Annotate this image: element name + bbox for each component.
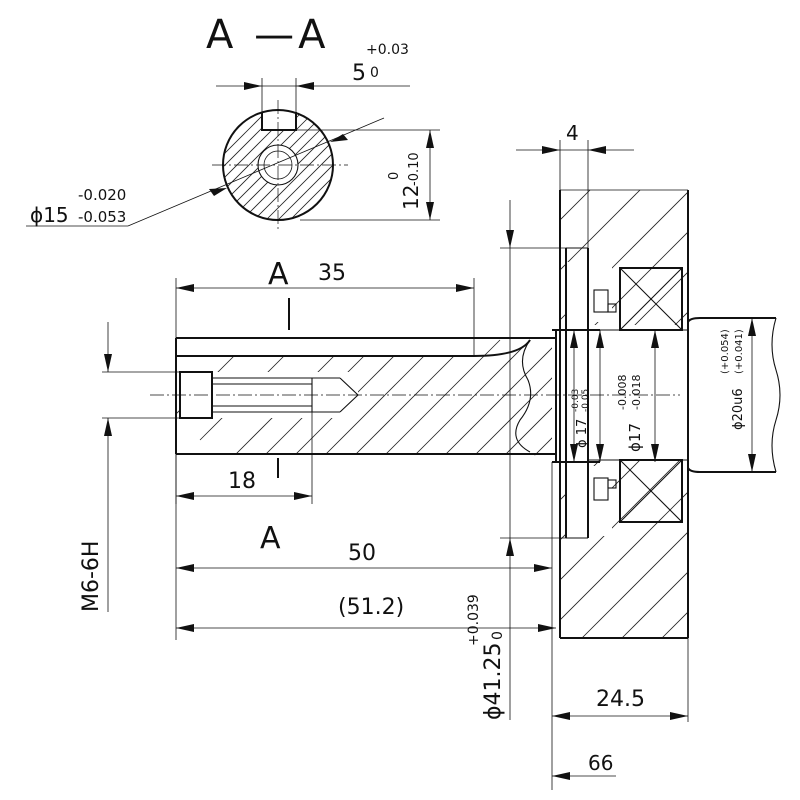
keyway-width-upper-tol: +0.03 (366, 42, 409, 58)
section-diameter-lower-tol: -0.053 (78, 208, 126, 226)
section-diameter-upper-tol: -0.020 (78, 186, 126, 204)
length-50-value: 50 (348, 541, 376, 566)
keyway-depth-lower-tol: -0.10 (407, 152, 422, 186)
keyway-depth-upper-tol: 0 (387, 172, 402, 180)
section-mark-bottom: A (260, 521, 281, 556)
flange-diameter-upper-tol: +0.039 (466, 594, 482, 646)
keyway-depth-value: 12 (399, 185, 423, 210)
journal-b-lower-tol: -0.018 (630, 375, 643, 410)
length-51-2-value: (51.2) (338, 595, 404, 620)
fit-diameter-label: ϕ20u6 (+0.054) (+0.041) (720, 329, 746, 430)
fit-diameter-value: ϕ20u6 (731, 388, 746, 430)
keyway-slot (261, 112, 297, 131)
housing (559, 189, 689, 639)
journal-a-label: ϕ 17 -0.03 -0.05 (571, 389, 591, 448)
section-mark-top: A (268, 257, 289, 292)
flange-diameter-lower-tol: 0 (490, 631, 506, 640)
flange-diameter-label: ϕ41.25 +0.039 0 (466, 594, 506, 720)
journal-a-lower-tol: -0.05 (581, 389, 591, 412)
journal-b-value: ϕ17 (626, 423, 644, 452)
journal-a-value: ϕ 17 (575, 419, 590, 448)
section-title: A —A (206, 12, 329, 58)
keyway-width-value: 5 (352, 61, 366, 86)
section-view: A —A 5 +0.03 0 (26, 12, 440, 232)
thread-spec-value: M6-6H (79, 541, 104, 612)
thread-depth-value: 18 (228, 469, 256, 494)
section-diameter-value: ϕ15 (30, 203, 69, 227)
keyway-width-lower-tol: 0 (370, 65, 379, 81)
main-shaft (150, 329, 680, 463)
key-length-value: 35 (318, 261, 346, 286)
flange-thickness-value: 4 (566, 121, 579, 145)
fit-diameter-lower-tol: (+0.041) (734, 329, 745, 374)
keyway-depth-label: 12 0 -0.10 (387, 152, 423, 210)
housing-width-value: 24.5 (596, 687, 645, 712)
flange-diameter-value: ϕ41.25 (481, 643, 506, 721)
fit-shaft: ϕ20u6 (+0.054) (+0.041) (687, 317, 781, 473)
offset-value: 66 (588, 751, 613, 775)
journal-b-label: ϕ17 -0.008 -0.018 (616, 375, 644, 452)
fit-diameter-upper-tol: (+0.054) (720, 329, 731, 374)
journal-b-upper-tol: -0.008 (616, 375, 629, 410)
journal-a-upper-tol: -0.03 (571, 389, 581, 412)
